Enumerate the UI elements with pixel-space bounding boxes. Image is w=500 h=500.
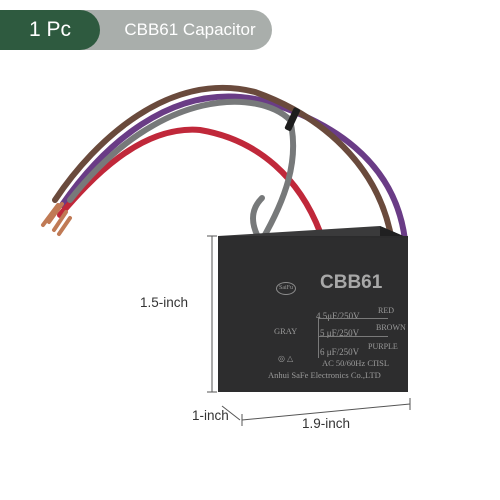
brown-wire xyxy=(52,84,395,245)
capacitor-body xyxy=(218,226,408,392)
certification-marks: ◎ △ xyxy=(278,354,294,363)
manufacturer-line: Anhui SaFe Electronics Co.,LTD xyxy=(268,370,381,380)
bracket-line xyxy=(318,318,319,358)
copper-tip xyxy=(41,203,60,227)
red-wire xyxy=(57,126,323,235)
rating-wire: BROWN xyxy=(376,323,406,332)
depth-dimension-label: 1-inch xyxy=(192,408,229,423)
gray-wire xyxy=(67,98,297,243)
wire-bundle xyxy=(41,84,408,247)
bracket-line xyxy=(318,318,388,319)
brand-logo: SaiFu xyxy=(276,282,296,295)
capacitor-label: SaiFu CBB61 GRAY 4.5μF/250V RED 5 μF/250… xyxy=(218,236,408,392)
rating-wire: PURPLE xyxy=(368,342,398,351)
product-name-badge: CBB61 Capacitor xyxy=(124,20,256,39)
rating-row: 4.5μF/250V RED xyxy=(316,306,416,324)
dimension-lines xyxy=(207,235,411,426)
copper-tip xyxy=(52,210,68,232)
product-badge: 1 Pc CBB61 Capacitor xyxy=(0,10,272,50)
rating-value: 5 μF/250V xyxy=(320,328,360,338)
copper-tip xyxy=(47,202,64,224)
copper-tip xyxy=(57,216,72,236)
rating-row: 5 μF/250V BROWN xyxy=(320,323,420,341)
model-name: CBB61 xyxy=(320,272,383,293)
spec-line: AC 50/60Hz CΠSL xyxy=(322,358,390,368)
height-dimension-label: 1.5-inch xyxy=(140,295,189,310)
capacitor-front-shade xyxy=(218,236,408,392)
width-dimension-label: 1.9-inch xyxy=(302,416,351,431)
quantity-badge: 1 Pc xyxy=(0,10,100,50)
rating-value: 4.5μF/250V xyxy=(316,311,360,321)
common-wire-label: GRAY xyxy=(274,326,298,336)
purple-wire xyxy=(59,93,408,243)
rating-row: 6 μF/250V PURPLE xyxy=(320,342,420,360)
bracket-line xyxy=(318,336,388,337)
rating-value: 6 μF/250V xyxy=(320,347,360,357)
rating-wire: RED xyxy=(378,306,394,315)
cable-tie xyxy=(284,107,301,131)
